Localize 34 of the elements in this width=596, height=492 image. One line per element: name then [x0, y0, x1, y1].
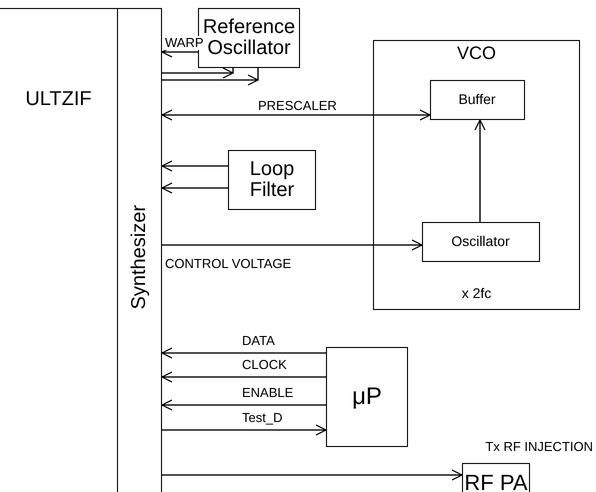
arrow	[161, 371, 326, 383]
block-label: Reference Oscillator	[202, 17, 296, 59]
block-label: ULTZIF	[24, 89, 93, 110]
arrow	[162, 68, 259, 86]
block-caption: Tx RF INJECTION	[485, 440, 593, 454]
arrow	[161, 160, 228, 172]
arrow	[161, 399, 326, 411]
block-box	[373, 40, 580, 310]
arrow	[161, 347, 326, 359]
block-label: RF PA	[464, 471, 528, 492]
block-label: Synthesizer	[128, 205, 150, 310]
block-box	[326, 347, 408, 447]
edge-label: CONTROL VOLTAGE	[165, 257, 292, 272]
block-box	[422, 222, 540, 262]
arrow	[161, 109, 431, 121]
block-label: Loop Filter	[248, 159, 296, 201]
arrow	[162, 469, 463, 481]
block-note: x 2fc	[462, 286, 492, 301]
arrow	[161, 182, 228, 194]
arrow	[162, 424, 327, 436]
block-label: Buffer	[458, 92, 496, 107]
arrow	[162, 67, 234, 79]
arrow	[474, 119, 486, 222]
block-label: μP	[352, 384, 382, 410]
block-box	[430, 80, 524, 120]
edge-label: CLOCK	[242, 358, 287, 372]
arrow	[162, 239, 423, 251]
edge-label: Test_D	[242, 411, 282, 426]
block-label: VCO	[456, 44, 496, 63]
block-label: Oscillator	[451, 234, 510, 249]
block-box	[0, 8, 162, 492]
edge-label: PRESCALER	[258, 99, 337, 114]
block-box	[228, 150, 316, 210]
edge-label: WARP	[165, 36, 204, 50]
